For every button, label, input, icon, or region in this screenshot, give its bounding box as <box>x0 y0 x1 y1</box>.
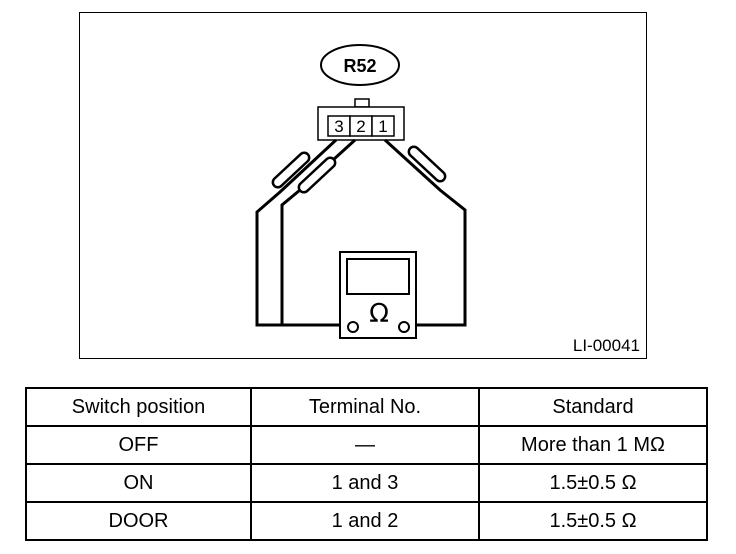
header-terminal-no: Terminal No. <box>250 387 480 427</box>
cell-standard: More than 1 MΩ <box>478 425 708 465</box>
connector-label-ellipse <box>320 44 400 86</box>
ohmmeter: Ω <box>339 251 417 339</box>
ohm-icon: Ω <box>369 299 389 329</box>
terminal-2-label: 2 <box>356 117 365 136</box>
cell-terminal-no: 1 and 3 <box>250 463 480 503</box>
cell-standard: 1.5±0.5 Ω <box>478 463 708 503</box>
meter-terminal-right <box>398 321 410 333</box>
probe-lead-terminal-2 <box>280 138 357 327</box>
wiring-diagram: R52 3 2 1 Ω LI-00041 <box>255 44 640 355</box>
figure-id: LI-00041 <box>573 336 640 355</box>
cell-terminal-no: 1 and 2 <box>250 501 480 541</box>
cell-terminal-no: — <box>250 425 480 465</box>
meter-display <box>346 258 410 295</box>
meter-terminal-left <box>347 321 359 333</box>
connector-latch <box>354 98 370 108</box>
probe-lead-terminal-1 <box>383 138 467 327</box>
cell-switch-position: DOOR <box>25 501 252 541</box>
terminal-1-cell <box>371 115 395 137</box>
cell-switch-position: OFF <box>25 425 252 465</box>
cell-standard: 1.5±0.5 Ω <box>478 501 708 541</box>
diagram-frame <box>79 12 647 359</box>
terminal-1-label: 1 <box>378 117 387 136</box>
table-row: ON 1 and 3 1.5±0.5 Ω <box>25 463 708 503</box>
cell-switch-position: ON <box>25 463 252 503</box>
connector-label: R52 <box>343 56 376 76</box>
header-switch-position: Switch position <box>25 387 252 427</box>
terminal-3-label: 3 <box>334 117 343 136</box>
table-header-row: Switch position Terminal No. Standard <box>25 387 708 427</box>
table-row: OFF — More than 1 MΩ <box>25 425 708 465</box>
header-standard: Standard <box>478 387 708 427</box>
table-row: DOOR 1 and 2 1.5±0.5 Ω <box>25 501 708 541</box>
resistance-spec-table: Switch position Terminal No. Standard OF… <box>25 387 708 541</box>
